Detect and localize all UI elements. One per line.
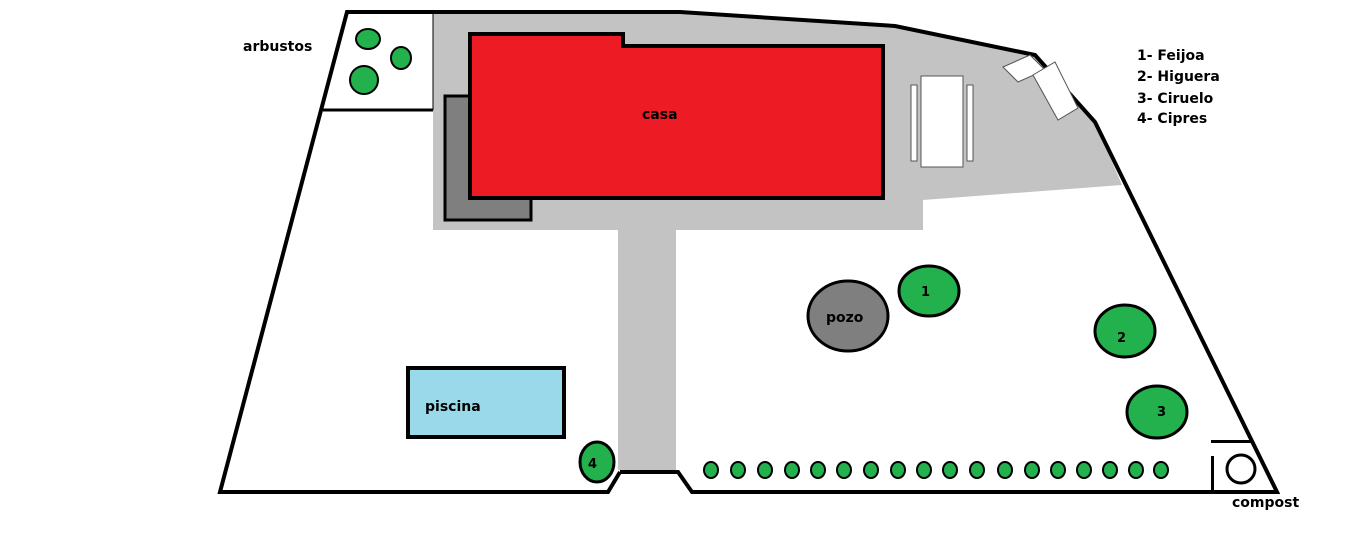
label-shrubs: arbustos bbox=[243, 39, 312, 55]
hedge-shrub bbox=[730, 461, 746, 479]
hedge-shrub bbox=[863, 461, 879, 479]
shrub bbox=[355, 28, 381, 50]
well bbox=[806, 279, 890, 353]
label-well: pozo bbox=[826, 310, 864, 326]
tree-4-number: 4 bbox=[588, 457, 597, 472]
compost-bin-drum bbox=[1225, 453, 1257, 485]
legend-item: 3- Ciruelo bbox=[1137, 91, 1214, 107]
pool bbox=[406, 366, 566, 439]
hedge-shrub bbox=[997, 461, 1013, 479]
patio-bench bbox=[966, 84, 974, 162]
deck-chair bbox=[1032, 61, 1079, 121]
patio-table bbox=[920, 75, 964, 168]
compost-bin-side bbox=[1211, 456, 1214, 492]
hedge-shrub bbox=[836, 461, 852, 479]
label-compost: compost bbox=[1232, 495, 1299, 511]
tree-1-number: 1 bbox=[921, 285, 930, 300]
shrub bbox=[349, 65, 379, 95]
property-boundary-left bbox=[217, 10, 1281, 494]
label-house: casa bbox=[642, 107, 678, 123]
label-pool: piscina bbox=[425, 399, 481, 415]
patio-bench bbox=[910, 84, 918, 162]
hedge-shrub bbox=[942, 461, 958, 479]
hedge-row bbox=[703, 461, 1169, 479]
hedge-shrub bbox=[1024, 461, 1040, 479]
tree-1 bbox=[897, 264, 961, 318]
hedge-shrub bbox=[703, 461, 719, 479]
tree-3-number: 3 bbox=[1157, 405, 1166, 420]
tree-2 bbox=[1093, 303, 1157, 359]
hedge-shrub bbox=[784, 461, 800, 479]
shrub bbox=[390, 46, 412, 70]
hedge-shrub bbox=[916, 461, 932, 479]
tree-4 bbox=[578, 440, 616, 484]
hedge-shrub bbox=[810, 461, 826, 479]
hedge-shrub bbox=[1050, 461, 1066, 479]
hedge-shrub bbox=[969, 461, 985, 479]
house bbox=[468, 32, 885, 200]
legend-item: 2- Higuera bbox=[1137, 69, 1220, 85]
hedge-shrub bbox=[1153, 461, 1169, 479]
legend: 1- Feijoa 2- Higuera 3- Ciruelo 4- Cipre… bbox=[1137, 48, 1220, 127]
central-path bbox=[618, 198, 676, 470]
hedge-shrub bbox=[890, 461, 906, 479]
hedge-shrub bbox=[1102, 461, 1118, 479]
legend-item: 4- Cipres bbox=[1137, 111, 1207, 127]
tree-2-number: 2 bbox=[1117, 331, 1126, 346]
hedge-shrub bbox=[757, 461, 773, 479]
hedge-shrub bbox=[1076, 461, 1092, 479]
legend-item: 1- Feijoa bbox=[1137, 48, 1205, 64]
hedge-shrub bbox=[1128, 461, 1144, 479]
compost-bin-top bbox=[1211, 440, 1253, 443]
tree-3 bbox=[1125, 384, 1189, 440]
